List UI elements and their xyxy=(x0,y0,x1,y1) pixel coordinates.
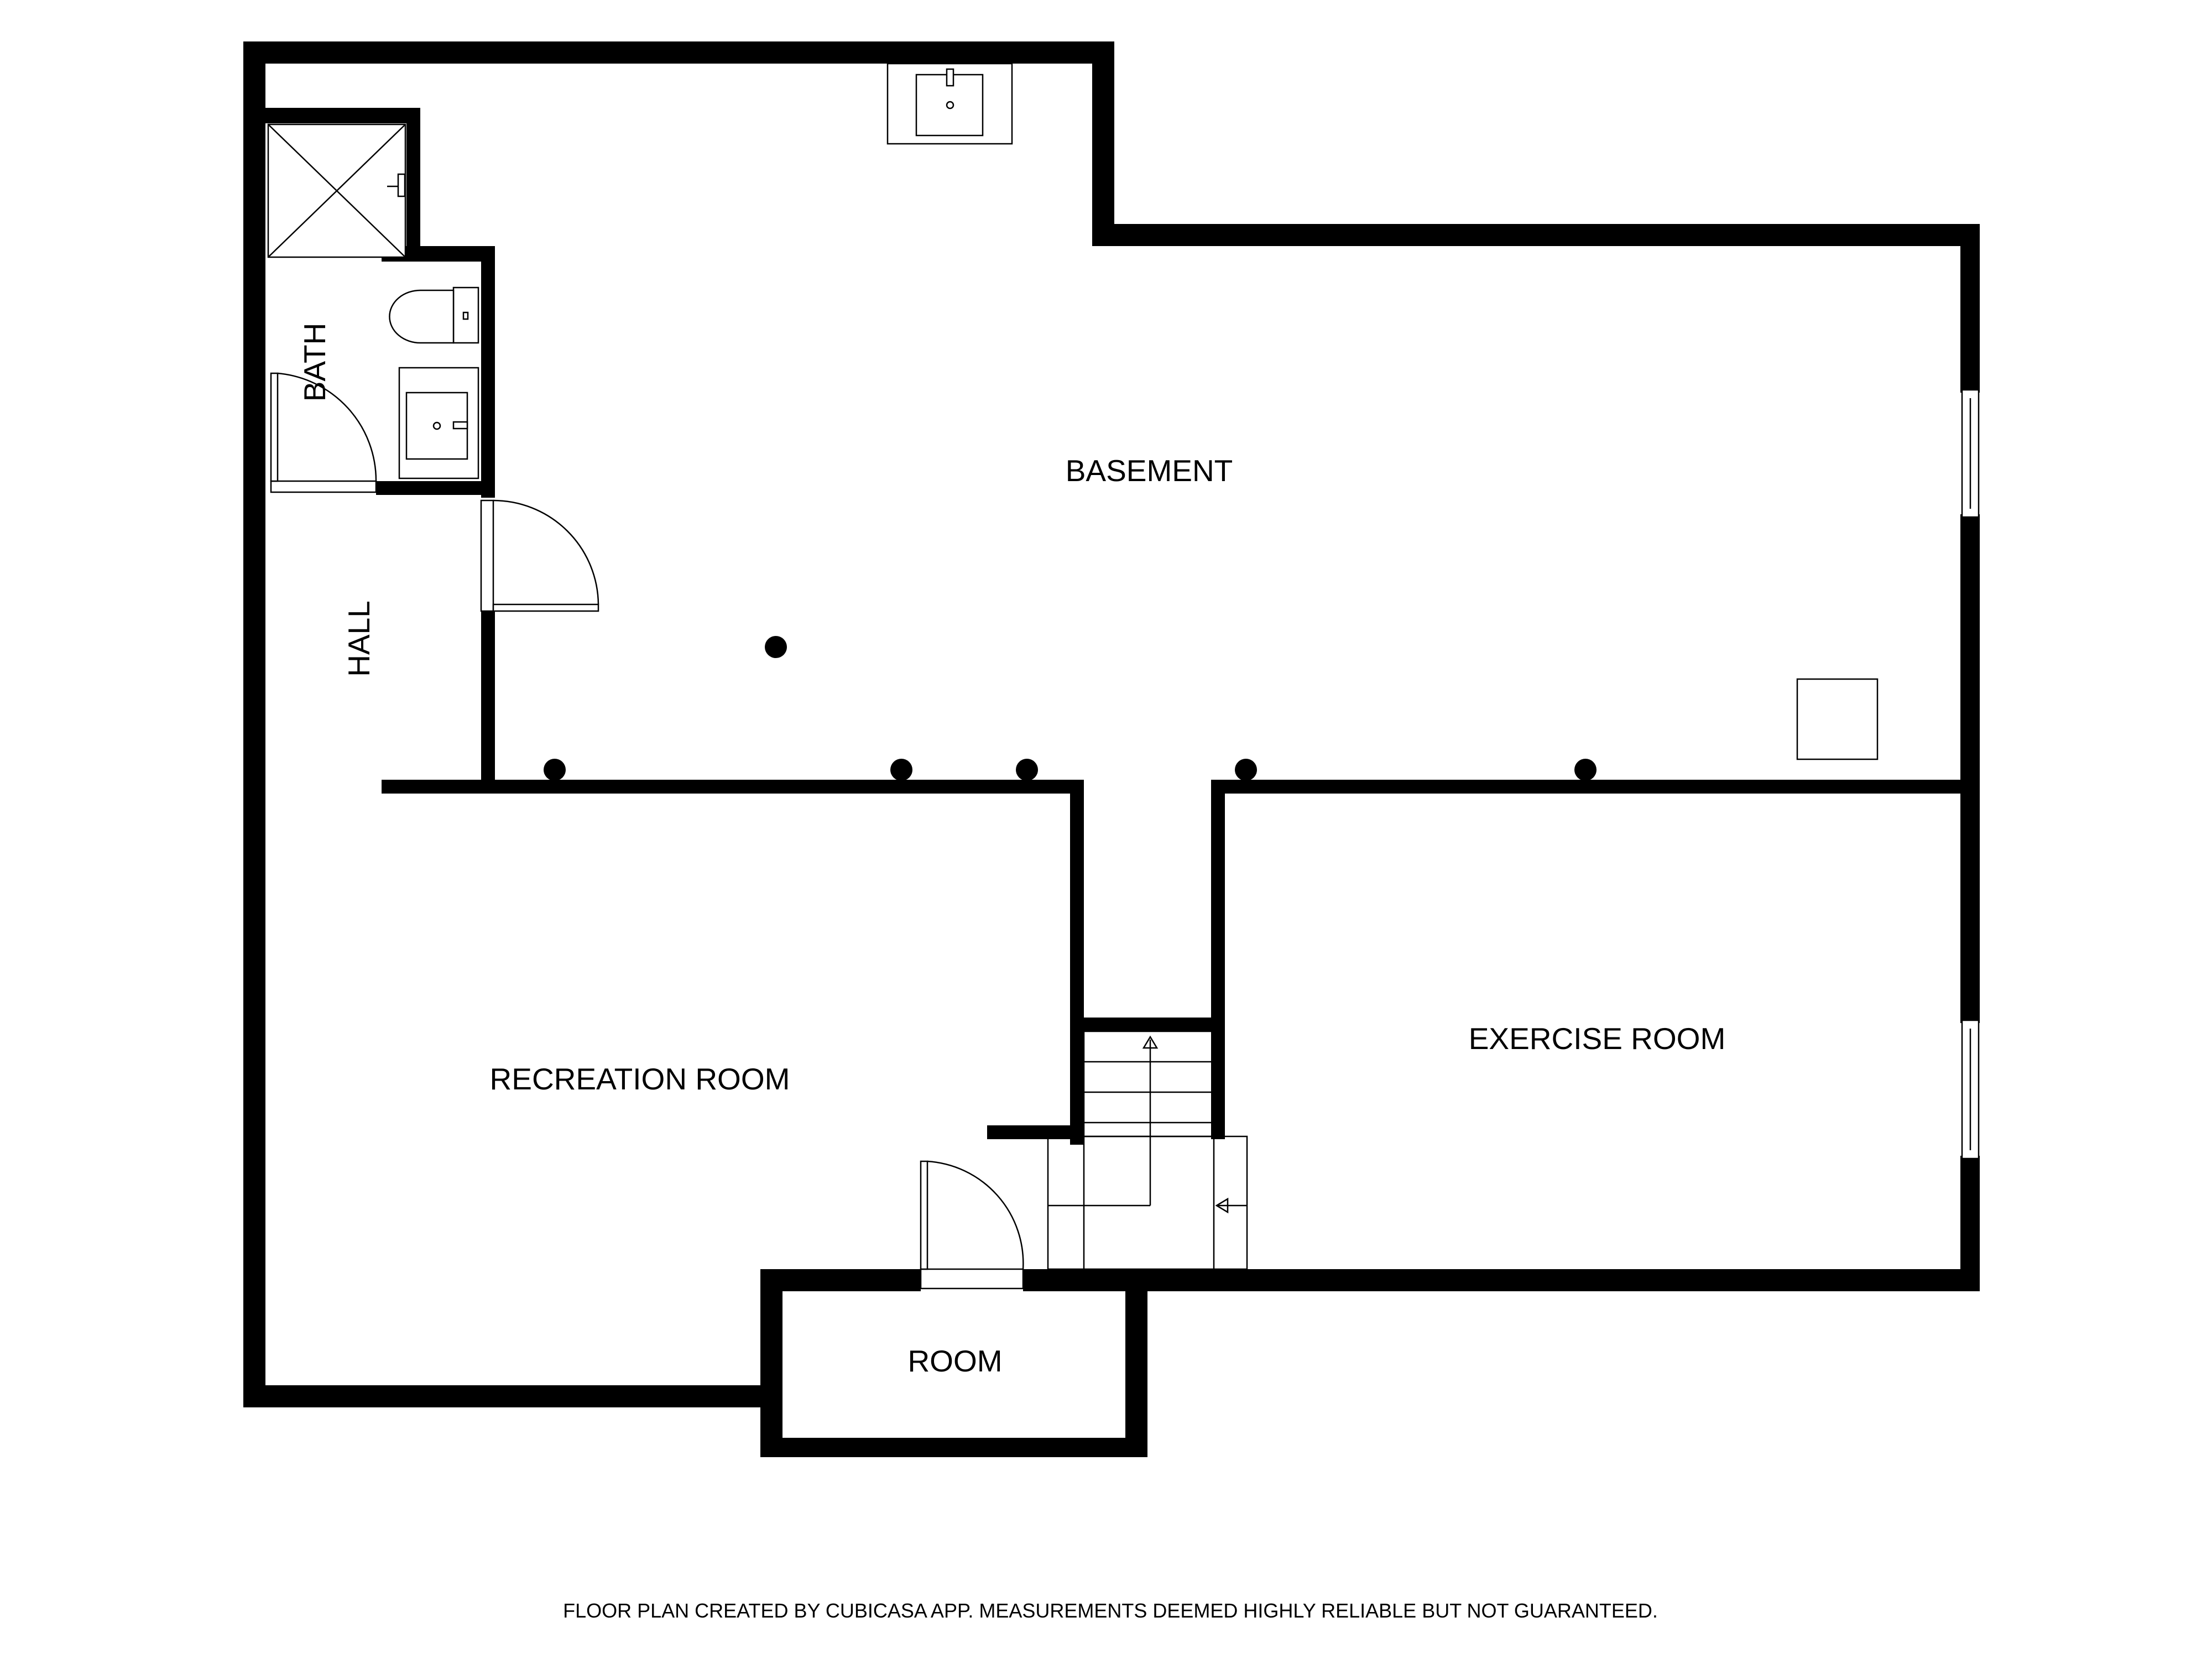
label-exercise-room: EXERCISE ROOM xyxy=(1469,1021,1726,1056)
label-room: ROOM xyxy=(907,1344,1002,1378)
room-door-leaf xyxy=(920,1160,928,1270)
wall-shower-right xyxy=(406,108,420,260)
mechanical-unit xyxy=(1796,678,1879,760)
room-door-swing xyxy=(927,1160,1024,1270)
footer-disclaimer: FLOOR PLAN CREATED BY CUBICASA APP. MEAS… xyxy=(563,1599,1658,1622)
hall-door-leaf xyxy=(492,603,599,612)
wall-right-2 xyxy=(1960,514,1980,1023)
toilet-bowl xyxy=(389,289,455,344)
wall-top-right xyxy=(1092,224,1980,246)
wall-divider-left xyxy=(382,780,1084,794)
wall-hall-right xyxy=(481,611,495,794)
shower-valve xyxy=(397,173,406,197)
label-hall: HALL xyxy=(342,601,376,677)
column xyxy=(890,759,912,781)
wall-room-right xyxy=(1125,1269,1147,1457)
wall-right-1 xyxy=(1960,224,1980,393)
room-labels: BASEMENT BATH HALL RECREATION ROOM EXERC… xyxy=(298,323,1725,1378)
column xyxy=(1235,759,1257,781)
wall-shower-top xyxy=(243,108,420,123)
doors xyxy=(270,372,1024,1290)
wall-stair-top xyxy=(1070,1018,1222,1031)
bath-door-swing xyxy=(277,372,377,482)
room-door-threshold xyxy=(920,1268,1024,1290)
wall-step xyxy=(1092,41,1114,243)
wall-left xyxy=(243,41,265,1407)
label-bath: BATH xyxy=(298,323,332,402)
wall-top-left xyxy=(243,41,1114,64)
wall-divider-right xyxy=(1211,780,1980,794)
wall-room-top xyxy=(760,1269,921,1291)
label-recreation-room: RECREATION ROOM xyxy=(490,1062,790,1096)
wall-room-bottom xyxy=(760,1438,1147,1457)
wall-bottom-left xyxy=(243,1385,769,1407)
wall-bottom-right xyxy=(1206,1269,1980,1291)
label-basement: BASEMENT xyxy=(1066,453,1233,488)
column xyxy=(765,636,787,658)
wall-bath-bottom xyxy=(376,481,495,495)
stair-arrow-up xyxy=(1142,1035,1159,1049)
stairs xyxy=(1047,1030,1248,1270)
column xyxy=(544,759,566,781)
walls xyxy=(243,41,1980,1457)
stair-lower xyxy=(1047,1135,1248,1270)
wall-room-left xyxy=(760,1269,782,1457)
wall-right-3 xyxy=(1960,1156,1980,1291)
fixtures xyxy=(267,62,1879,781)
column xyxy=(1574,759,1597,781)
wall-rec-right xyxy=(1070,780,1084,1145)
column xyxy=(1016,759,1038,781)
hall-door-threshold xyxy=(480,499,494,612)
windows xyxy=(1961,389,1980,1160)
wall-bottom-mid xyxy=(1023,1269,1206,1291)
stair-arrow-left xyxy=(1215,1197,1229,1214)
bath-door-leaf xyxy=(270,372,279,482)
stair-upper xyxy=(1083,1030,1215,1138)
bath-door-threshold xyxy=(270,480,377,493)
wall-bath-right xyxy=(481,246,495,498)
hall-door-swing xyxy=(493,499,599,605)
